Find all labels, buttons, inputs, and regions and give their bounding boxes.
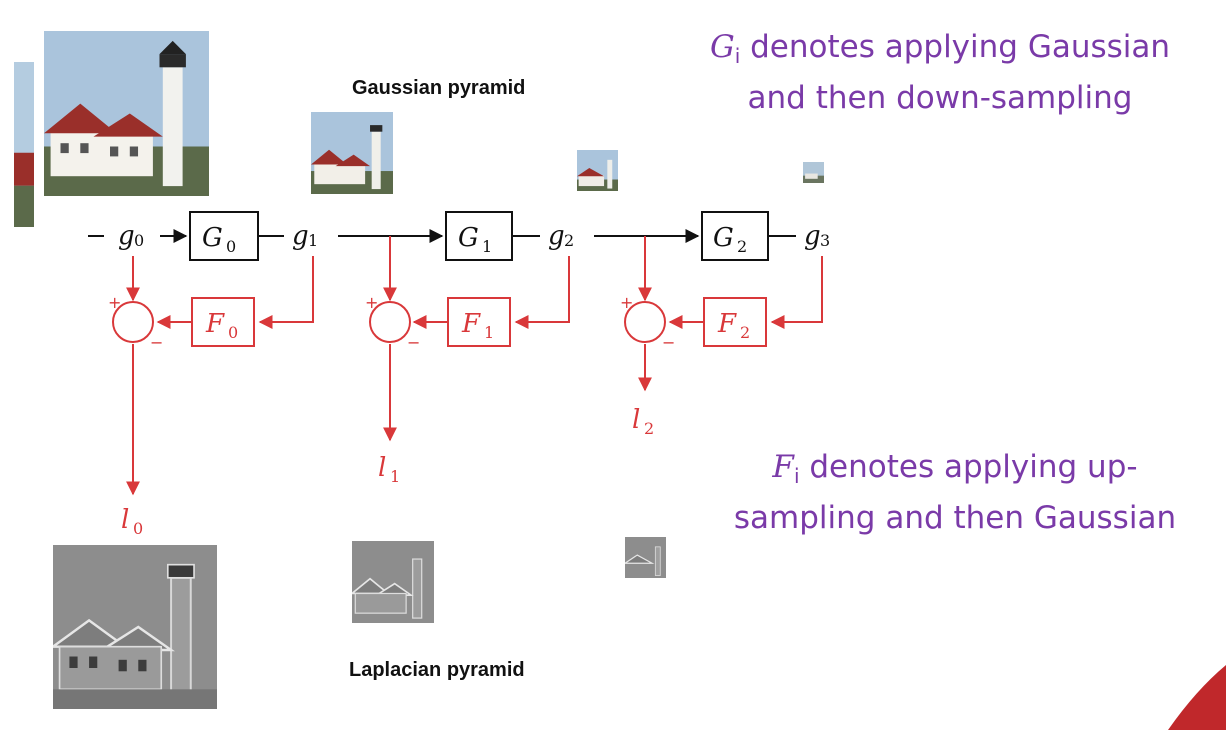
gaussian-pyramid-label: Gaussian pyramid bbox=[352, 77, 526, 99]
g0-subscript: 0 bbox=[134, 231, 144, 250]
F1-subscript: 1 bbox=[484, 323, 494, 342]
sum2-plus-sign: + bbox=[620, 293, 633, 312]
sum1-plus-sign: + bbox=[365, 293, 378, 312]
F0-box bbox=[191, 297, 255, 347]
gaussian-level3-image bbox=[803, 162, 824, 183]
laplacian-level0-image bbox=[53, 545, 217, 709]
sum0-junction bbox=[112, 301, 154, 343]
l2-subscript: 2 bbox=[644, 419, 654, 438]
G1-box bbox=[445, 211, 513, 261]
G1-symbol: G bbox=[458, 223, 479, 253]
G0-box bbox=[189, 211, 259, 261]
gaussian-level1-image bbox=[311, 112, 393, 194]
G0-symbol: G bbox=[202, 223, 223, 253]
laplacian-paths bbox=[126, 236, 823, 496]
F2-symbol: F bbox=[717, 309, 737, 339]
note-f-line2: sampling and then Gaussian bbox=[733, 500, 1177, 536]
note-g-definition: Gi denotes applying Gaussian and then do… bbox=[670, 26, 1210, 119]
g1-to-F0-path bbox=[258, 256, 314, 329]
note-f-line1: denotes applying up- bbox=[809, 449, 1138, 485]
sum1-junction bbox=[369, 301, 411, 343]
gaussian-level0-edge-strip bbox=[14, 62, 34, 227]
G2-symbol: G bbox=[713, 223, 734, 253]
l0-symbol: l bbox=[121, 505, 129, 535]
note-f-subscript: i bbox=[793, 464, 800, 488]
note-g-symbol: G bbox=[709, 29, 735, 65]
G2-subscript: 2 bbox=[737, 237, 747, 256]
note-f-symbol: F bbox=[772, 449, 794, 485]
g0-symbol: g bbox=[118, 221, 135, 251]
note-g-line1: denotes applying Gaussian bbox=[750, 29, 1171, 65]
sum0-plus-sign: + bbox=[108, 293, 121, 312]
l0-subscript: 0 bbox=[133, 519, 143, 538]
gaussian-level0-image bbox=[44, 31, 209, 196]
F1-symbol: F bbox=[461, 309, 481, 339]
F0-subscript: 0 bbox=[228, 323, 238, 342]
note-g-line2: and then down-sampling bbox=[747, 80, 1133, 116]
sum2-minus-sign: − bbox=[662, 333, 675, 352]
note-f-definition: Fi denotes applying up- sampling and the… bbox=[700, 446, 1210, 539]
g2-to-F1-path bbox=[514, 256, 570, 329]
F0-symbol: F bbox=[205, 309, 225, 339]
l1-symbol: l bbox=[378, 453, 386, 483]
l2-symbol: l bbox=[632, 405, 640, 435]
F2-box bbox=[703, 297, 767, 347]
G1-subscript: 1 bbox=[482, 237, 492, 256]
note-g-subscript: i bbox=[734, 44, 741, 68]
g3-symbol: g bbox=[804, 221, 821, 251]
g2-symbol: g bbox=[548, 221, 565, 251]
corner-accent-shape bbox=[1168, 665, 1226, 730]
g3-subscript: 3 bbox=[820, 231, 830, 250]
laplacian-level1-image bbox=[352, 541, 434, 623]
laplacian-pyramid-label: Laplacian pyramid bbox=[349, 659, 525, 681]
sum0-minus-sign: − bbox=[150, 333, 163, 352]
g1-subscript: 1 bbox=[308, 231, 318, 250]
g3-to-F2-path bbox=[770, 256, 823, 329]
sum2-junction bbox=[624, 301, 666, 343]
g1-symbol: g bbox=[292, 221, 309, 251]
F2-subscript: 2 bbox=[740, 323, 750, 342]
laplacian-level2-image bbox=[625, 537, 666, 578]
G0-subscript: 0 bbox=[226, 237, 236, 256]
l1-subscript: 1 bbox=[390, 467, 400, 486]
F1-box bbox=[447, 297, 511, 347]
sum1-minus-sign: − bbox=[407, 333, 420, 352]
gaussian-level2-image bbox=[577, 150, 618, 191]
g2-subscript: 2 bbox=[564, 231, 574, 250]
G2-box bbox=[701, 211, 769, 261]
